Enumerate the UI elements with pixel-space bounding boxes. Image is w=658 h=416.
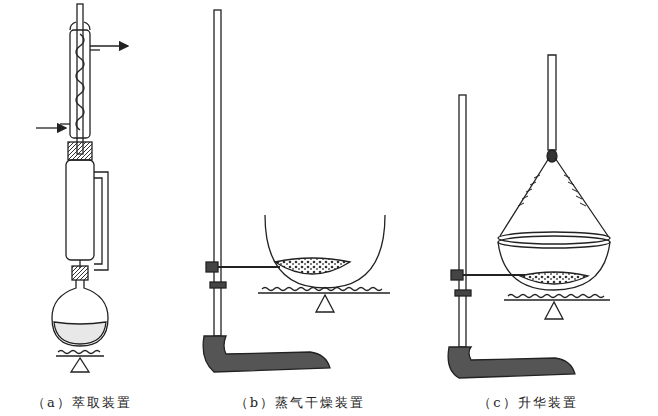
steam-drying-apparatus [203,10,390,372]
sublimation-apparatus [448,55,610,378]
soxhlet-extractor [36,4,128,372]
caption-label: （a）萃取装置 [32,394,132,412]
caption-label: （c）升华装置 [478,394,577,412]
caption-label: （b）蒸气干燥装置 [235,394,365,412]
